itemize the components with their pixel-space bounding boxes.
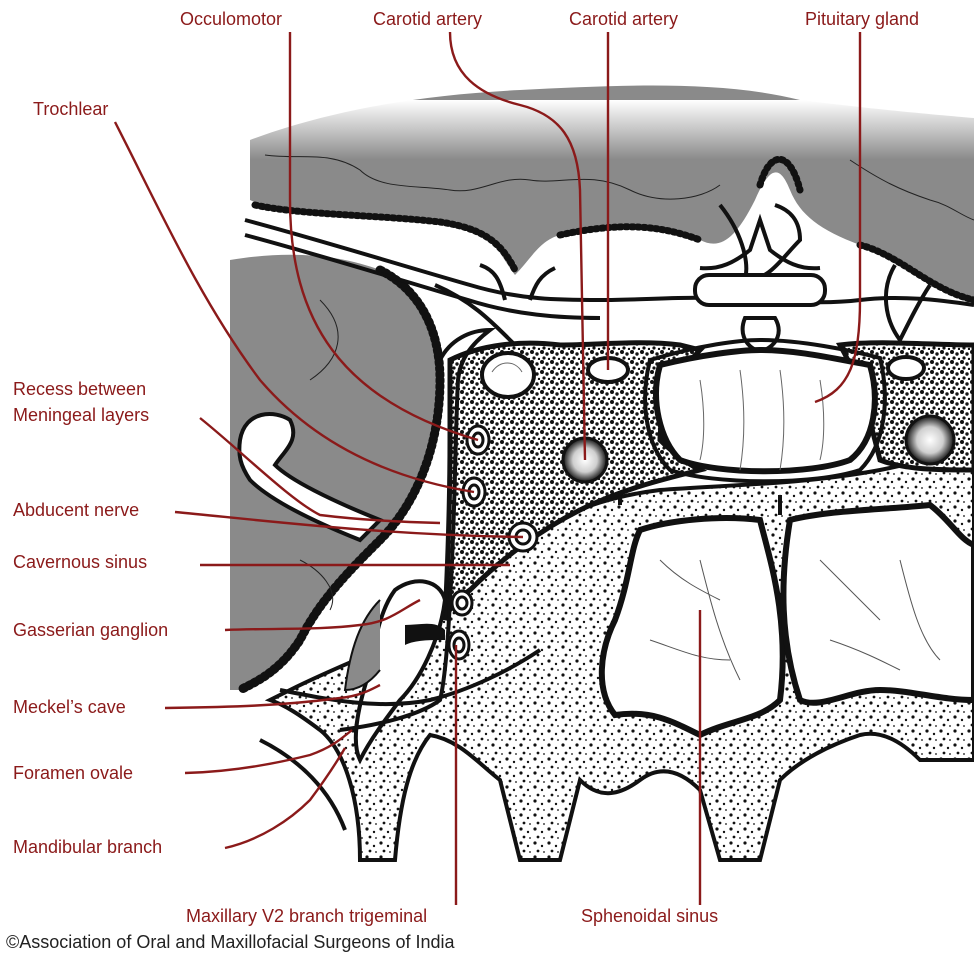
- label-foramen-ovale: Foramen ovale: [13, 763, 133, 783]
- label-pituitary-gland: Pituitary gland: [805, 9, 919, 29]
- label-carotid-artery-right: Carotid artery: [569, 9, 678, 29]
- carotid-artery-right: [906, 416, 954, 464]
- label-recess-line2: Meningeal layers: [13, 405, 149, 425]
- label-mandibular-branch: Mandibular branch: [13, 837, 162, 857]
- label-gasserian-ganglion: Gasserian ganglion: [13, 620, 168, 640]
- label-meckels-cave: Meckel’s cave: [13, 697, 126, 717]
- label-sphenoidal-sinus: Sphenoidal sinus: [581, 906, 718, 926]
- optic-structure: [482, 353, 534, 397]
- label-maxillary-v2: Maxillary V2 branch trigeminal: [186, 906, 427, 926]
- label-cavernous-sinus: Cavernous sinus: [13, 552, 147, 572]
- label-abducent-nerve: Abducent nerve: [13, 500, 139, 520]
- label-trochlear: Trochlear: [33, 99, 108, 119]
- pituitary-gland: [645, 340, 885, 481]
- label-recess-line1: Recess between: [13, 379, 146, 399]
- label-carotid-artery-left: Carotid artery: [373, 9, 482, 29]
- label-occulomotor: Occulomotor: [180, 9, 282, 29]
- copyright-credit: ©Association of Oral and Maxillofacial S…: [6, 932, 455, 952]
